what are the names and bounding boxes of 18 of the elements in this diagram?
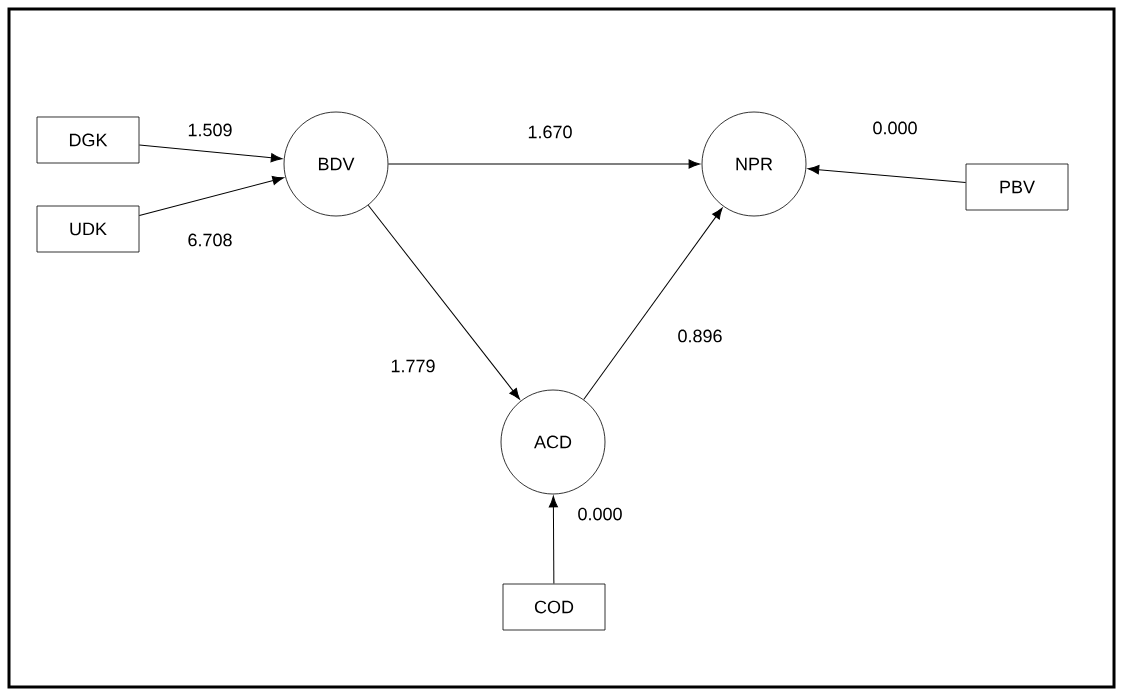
edge-label: 0.896 xyxy=(676,328,724,344)
edge-label: 1.670 xyxy=(526,124,574,140)
arrow xyxy=(387,159,701,169)
edge-label: 6.708 xyxy=(186,232,234,248)
arrow xyxy=(583,207,723,401)
edge-label: 0.000 xyxy=(871,120,919,136)
edge-label: 1.509 xyxy=(186,122,234,138)
edge-label: 1.779 xyxy=(389,358,437,374)
process-box: UDK xyxy=(36,205,140,253)
arrow xyxy=(138,144,283,163)
edge-label: 0.000 xyxy=(576,506,624,522)
process-box: COD xyxy=(502,583,606,631)
process-box: DGK xyxy=(36,116,140,164)
arrow xyxy=(807,165,967,183)
arrow xyxy=(548,495,558,585)
process-box: PBV xyxy=(965,163,1069,211)
arrow xyxy=(367,204,521,400)
arrow xyxy=(138,175,284,217)
